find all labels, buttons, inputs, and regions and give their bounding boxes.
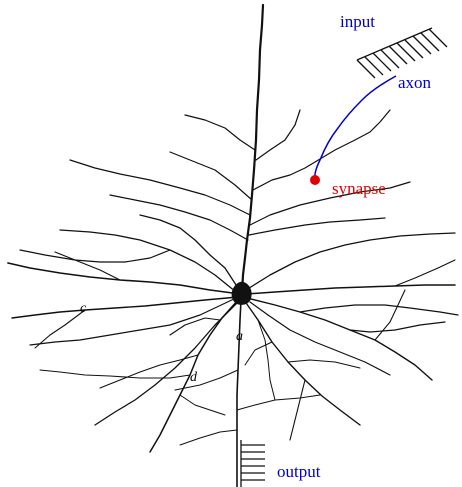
- apical-branch: [250, 182, 410, 225]
- basal-dendrite: [375, 290, 405, 340]
- axon-collateral: [237, 395, 320, 410]
- input-terminal: [357, 28, 447, 78]
- basal-dendrite: [55, 252, 120, 280]
- basal-dendrite: [8, 263, 240, 294]
- basal-dendrite: [246, 285, 455, 294]
- basal-dendrite: [95, 300, 240, 425]
- basal-dendrite: [300, 305, 458, 315]
- basal-dendrite: [258, 320, 275, 400]
- basal-dendrite: [247, 298, 432, 380]
- soma: [232, 282, 251, 304]
- apical-branch: [249, 218, 385, 235]
- pyramidal-neuron: [8, 5, 458, 487]
- mark-a: a: [236, 329, 243, 344]
- basal-dendrite: [30, 298, 236, 345]
- basal-dendrite: [288, 360, 360, 368]
- apical-branch: [253, 110, 390, 190]
- apical-branch: [256, 110, 300, 160]
- basal-dendrite: [35, 310, 85, 348]
- basal-dendrite: [180, 395, 225, 415]
- basal-dendrite: [250, 302, 390, 375]
- apical-branch: [185, 115, 255, 150]
- synapse-label: synapse: [332, 179, 386, 198]
- mark-d: d: [190, 370, 198, 385]
- output-terminal: [241, 440, 265, 487]
- axon-collateral: [180, 430, 237, 445]
- input-label: input: [340, 12, 375, 31]
- axon-label: axon: [398, 73, 432, 92]
- apical-branch: [70, 160, 250, 215]
- synapse-dot: [310, 175, 320, 185]
- basal-dendrite: [246, 233, 455, 290]
- basal-dendrite: [350, 322, 445, 332]
- basal-dendrite: [12, 297, 238, 318]
- output-label: output: [277, 462, 321, 481]
- basal-dendrite: [140, 215, 238, 288]
- mark-c: c: [80, 301, 87, 316]
- apical-branch: [110, 195, 248, 240]
- basal-dendrite: [395, 260, 455, 286]
- basal-dendrite: [244, 300, 360, 425]
- incoming-axon: [315, 76, 396, 179]
- apical-branch: [170, 152, 252, 200]
- basal-dendrite: [290, 380, 305, 440]
- basal-dendrite: [20, 250, 170, 262]
